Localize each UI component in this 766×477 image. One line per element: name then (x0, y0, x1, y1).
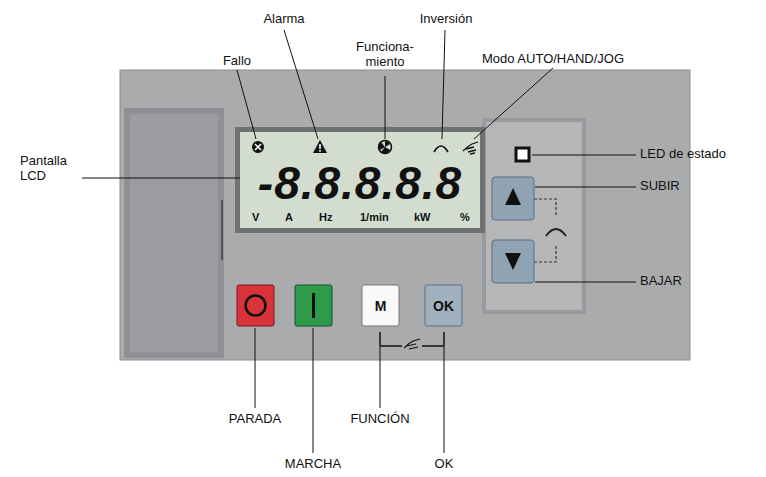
button-text: OK (433, 299, 454, 313)
callout-label: Alarma (263, 12, 304, 27)
lcd-display: -8.8.8.8.8V A Hz 1/min kW% (240, 132, 480, 228)
lcd-digits: -8.8.8.8.8 (258, 160, 462, 206)
callout-label: Fallo (223, 54, 251, 69)
callout-label: Inversión (420, 12, 473, 27)
unit-label: % (460, 212, 470, 223)
callout-label: LED de estado (640, 147, 726, 162)
callout-label: Pantalla LCD (20, 154, 82, 184)
callout-label: FUNCIÓN (350, 412, 409, 427)
unit-label: V (252, 212, 259, 223)
unit-label: Hz (319, 212, 332, 223)
callout-label: MARCHA (285, 457, 341, 472)
callout-label: Modo AUTO/HAND/JOG (482, 52, 624, 67)
callout-label: Funciona- miento (350, 40, 420, 70)
callout-label: OK (435, 457, 454, 472)
callout-label: SUBIR (640, 179, 680, 194)
ok-button: OK (425, 285, 462, 326)
unit-label: A (285, 212, 293, 223)
unit-label: kW (414, 212, 431, 223)
function-button: M (362, 285, 399, 326)
callout-label: BAJAR (640, 274, 682, 289)
unit-label: 1/min (360, 212, 389, 223)
callout-label: PARADA (229, 412, 282, 427)
button-text: M (375, 299, 387, 313)
